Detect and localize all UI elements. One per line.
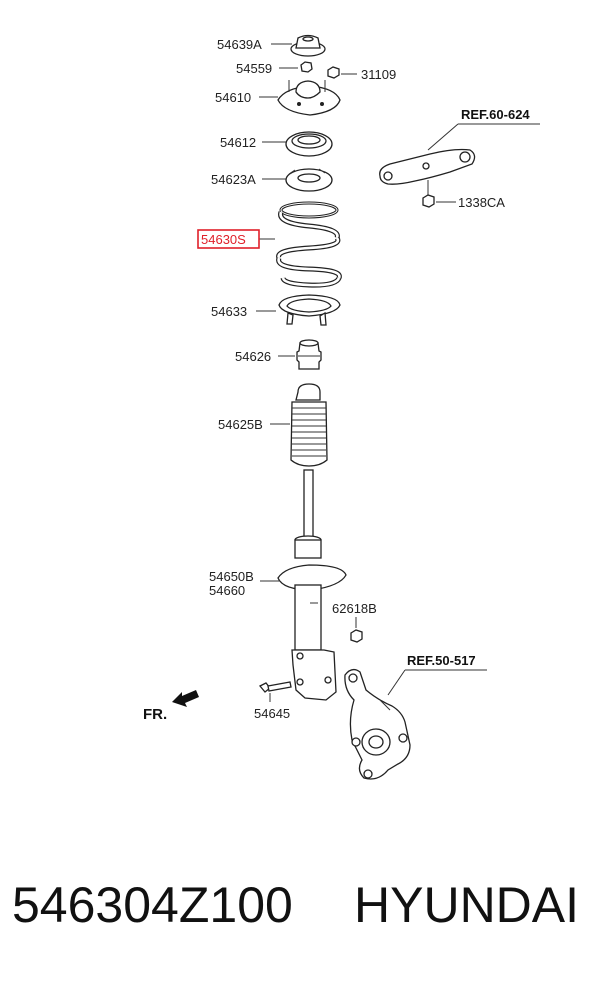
part-ref-50-517-knuckle xyxy=(344,668,411,780)
label-54630s: 54630S xyxy=(201,232,246,247)
part-54626 xyxy=(296,339,322,370)
part-54559 xyxy=(300,61,313,73)
part-54610 xyxy=(277,80,341,116)
label-54633: 54633 xyxy=(211,304,247,319)
label-31109: 31109 xyxy=(361,67,396,82)
brand-name: HYUNDAI xyxy=(354,877,580,933)
label-62618b: 62618B xyxy=(332,601,377,616)
label-54610: 54610 xyxy=(215,90,251,105)
label-54612: 54612 xyxy=(220,135,256,150)
label-54559: 54559 xyxy=(236,61,272,76)
ref-60-624: REF.60-624 xyxy=(461,107,530,122)
part-54645-bolt xyxy=(258,681,292,693)
front-direction-arrow-icon xyxy=(172,690,199,707)
label-54626: 54626 xyxy=(235,349,271,364)
part-number: 546304Z100 xyxy=(12,877,293,933)
label-54645: 54645 xyxy=(254,706,290,721)
part-31109 xyxy=(327,66,340,79)
part-54630s-coil-spring xyxy=(276,201,342,288)
part-ref-60-624-bracket xyxy=(379,148,476,208)
label-54639a: 54639A xyxy=(217,37,262,52)
label-54660: 54660 xyxy=(209,583,245,598)
label-1338ca: 1338CA xyxy=(458,195,505,210)
part-54639a xyxy=(290,34,326,57)
label-54623a: 54623A xyxy=(211,172,256,187)
part-54623a xyxy=(285,168,333,192)
part-54612 xyxy=(285,131,333,157)
ref-50-517: REF.50-517 xyxy=(407,653,476,668)
label-54625b: 54625B xyxy=(218,417,263,432)
label-54650b: 54650B xyxy=(209,569,254,584)
part-54650b-strut xyxy=(277,469,347,701)
highlight-box xyxy=(197,229,260,249)
direction-label: FR. xyxy=(143,706,167,723)
part-62618b xyxy=(350,629,363,643)
part-54633 xyxy=(278,294,341,326)
part-54625b-dust-cover xyxy=(290,383,328,467)
